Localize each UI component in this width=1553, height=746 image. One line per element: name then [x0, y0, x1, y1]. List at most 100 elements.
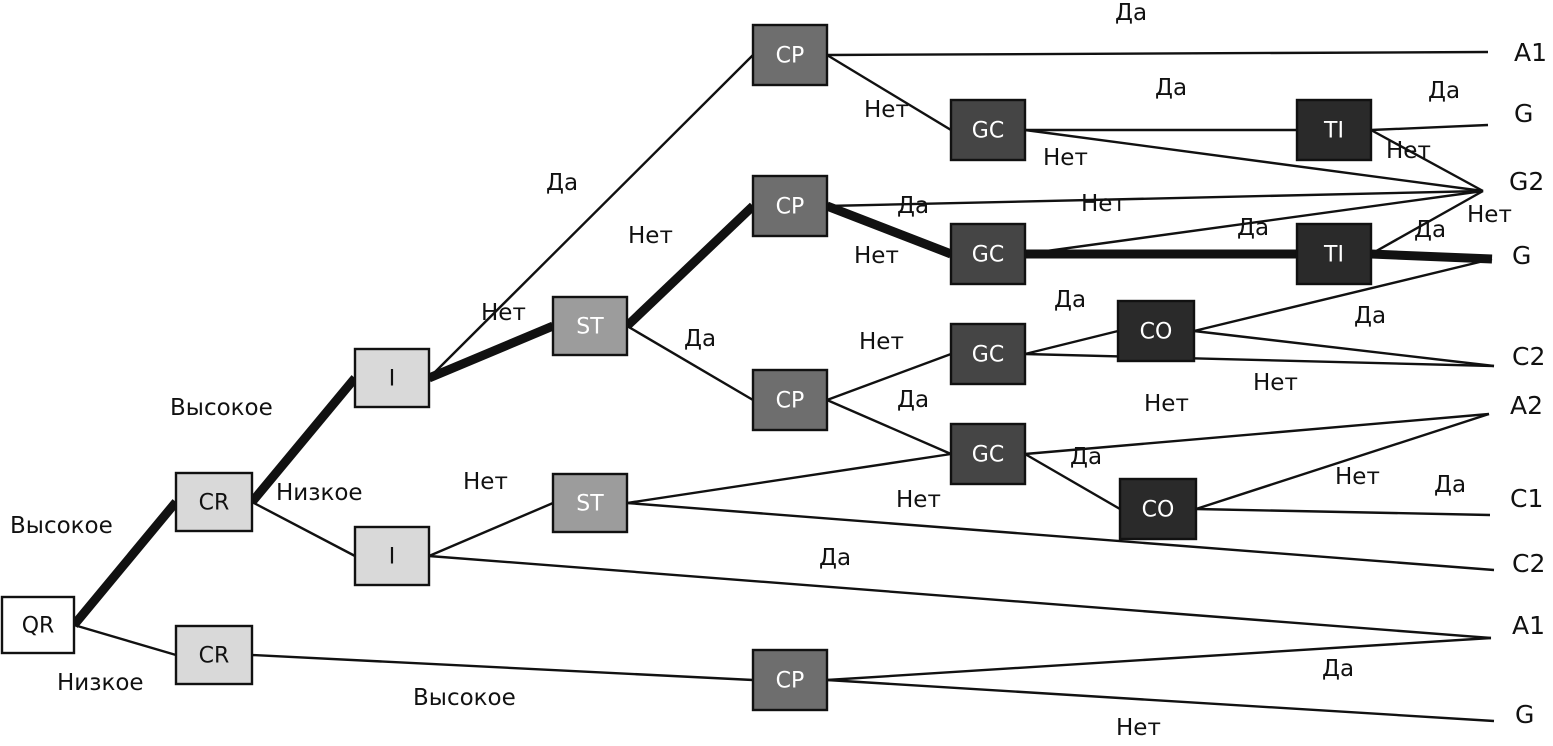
edge-gc-3-to-leaf-c2-1	[1024, 352, 1495, 368]
node-gc-2: GC	[949, 222, 1027, 286]
edge-label-st-top-to-cp-2: Нет	[628, 223, 673, 249]
edge-label-ti-2-to-leaf-g2: Нет	[1467, 202, 1512, 228]
edge-label-cr-top-to-i-bottom: Низкое	[276, 480, 363, 506]
edge-label-gc-4-to-leaf-a2: Да	[1070, 444, 1102, 470]
edge-label-gc-2-to-ti-2: Да	[1237, 215, 1269, 241]
node-box-co-1	[1116, 299, 1196, 363]
node-box-gc-1	[949, 98, 1027, 162]
edge-gc-4-to-co-2	[1024, 452, 1121, 511]
edge-i-top-to-st-top-highlighted	[427, 321, 555, 383]
edges-layer	[70, 50, 1495, 723]
node-box-qr	[0, 595, 76, 655]
node-i-top: I	[353, 347, 431, 409]
leaf-label-leaf-a1-bottom: A1	[1512, 611, 1545, 640]
node-box-gc-3	[949, 322, 1027, 386]
edge-cr-bottom-to-cp-4	[251, 653, 754, 682]
node-gc-3: GC	[949, 322, 1027, 386]
edge-label-gc-3-to-leaf-c2-1: Нет	[1253, 370, 1298, 396]
edge-qr-to-cr-top-highlighted	[70, 499, 180, 628]
leaf-label-leaf-g-1: G	[1514, 99, 1533, 128]
node-box-cr-top	[174, 471, 254, 533]
leaf-label-leaf-g2: G2	[1509, 167, 1544, 196]
edge-label-gc-2-to-leaf-g2: Нет	[1081, 191, 1126, 217]
node-label-i-bottom: I	[389, 545, 396, 570]
node-box-i-bottom	[353, 525, 431, 587]
node-co-2: CO	[1118, 477, 1198, 541]
node-label-ti-2: TI	[1323, 243, 1344, 268]
edge-co-1-to-leaf-g-2	[1193, 257, 1493, 333]
leaf-label-leaf-a1-top: A1	[1514, 38, 1547, 67]
edge-gc-2-to-leaf-g2	[1024, 189, 1484, 256]
edge-labels-layer: ВысокоеНизкоеВысокоеНизкоеДаНетНетДаДаНе…	[10, 0, 1512, 741]
node-cp-4: CP	[751, 648, 829, 712]
node-box-cp-1	[751, 23, 829, 87]
node-label-qr: QR	[22, 614, 55, 639]
edge-label-cp-2-to-gc-2: Нет	[854, 243, 899, 269]
edge-gc-3-to-co-1	[1024, 329, 1119, 356]
edge-cp-4-to-leaf-a1-bottom	[826, 636, 1492, 682]
edge-i-bottom-to-leaf-a1-bottom	[428, 554, 1492, 640]
node-label-gc-1: GC	[972, 119, 1004, 144]
edge-cp-1-to-leaf-a1-top	[826, 50, 1489, 57]
edge-co-2-to-leaf-a2	[1195, 412, 1490, 511]
edge-label-qr-to-cr-bottom: Низкое	[57, 670, 144, 696]
node-label-gc-3: GC	[972, 343, 1004, 368]
node-co-1: CO	[1116, 299, 1196, 363]
leaf-label-leaf-c2-1: C2	[1512, 342, 1545, 371]
node-box-cr-bottom	[174, 624, 254, 686]
node-cr-top: CR	[174, 471, 254, 533]
node-box-gc-2	[949, 222, 1027, 286]
edge-cp-3-to-gc-4	[826, 398, 952, 456]
edge-gc-4-to-leaf-a2	[1024, 412, 1490, 456]
node-cp-1: CP	[751, 23, 829, 87]
edge-label-cr-top-to-i-top: Высокое	[170, 395, 273, 421]
edge-ti-1-to-leaf-g2	[1370, 128, 1484, 193]
node-ti-2: TI	[1295, 222, 1373, 286]
node-box-cp-4	[751, 648, 829, 712]
edge-label-ti-1-to-leaf-g-1: Да	[1428, 78, 1460, 104]
edge-cr-top-to-i-bottom	[251, 500, 356, 558]
edge-cr-top-to-i-top-highlighted	[248, 375, 359, 505]
node-label-st-bottom: ST	[576, 492, 604, 517]
node-label-cr-bottom: CR	[199, 644, 230, 669]
node-gc-1: GC	[949, 98, 1027, 162]
edge-st-top-to-cp-3	[626, 324, 754, 402]
edge-label-qr-to-cr-top: Высокое	[10, 513, 113, 539]
leaf-label-leaf-a2: A2	[1510, 391, 1543, 420]
node-label-ti-1: TI	[1323, 119, 1344, 144]
edge-cp-2-to-leaf-g2	[826, 189, 1484, 208]
edge-st-bottom-to-gc-4	[626, 452, 952, 505]
edge-label-cp-4-to-leaf-a1-bottom: Да	[1322, 656, 1354, 682]
node-cp-2: CP	[751, 174, 829, 238]
node-label-st-top: ST	[576, 315, 604, 340]
node-label-cp-3: CP	[776, 389, 805, 414]
edge-label-gc-3-to-co-1: Да	[1054, 287, 1086, 313]
edge-qr-to-cr-bottom	[73, 623, 177, 657]
edge-cp-1-to-gc-1	[826, 53, 952, 132]
leaf-label-leaf-c1: C1	[1510, 484, 1543, 513]
edge-co-1-to-leaf-c2-1	[1193, 329, 1495, 368]
edge-label-gc-4-to-co-2: Нет	[896, 487, 941, 513]
edge-st-top-to-cp-2-highlighted	[623, 202, 757, 330]
edge-ti-2-to-leaf-g2	[1370, 189, 1484, 256]
edge-label-cp-4-to-leaf-g-3: Нет	[1116, 715, 1161, 741]
edge-label-co-2-to-leaf-c1: Да	[1434, 472, 1466, 498]
node-box-i-top	[353, 347, 431, 409]
node-box-cp-3	[751, 368, 829, 432]
node-label-co-1: CO	[1140, 320, 1173, 345]
edge-label-cp-1-to-leaf-a1-top: Да	[1115, 0, 1147, 26]
edge-label-co-2-to-leaf-a2: Нет	[1335, 464, 1380, 490]
node-box-cp-2	[751, 174, 829, 238]
node-label-gc-4: GC	[972, 443, 1004, 468]
edge-label-gc-1-to-ti-1: Да	[1155, 75, 1187, 101]
edge-label-cr-bottom-to-cp-4: Высокое	[413, 685, 516, 711]
edge-ti-2-to-leaf-g-2-highlighted	[1370, 249, 1493, 264]
node-box-gc-4	[949, 422, 1027, 486]
edge-co-2-to-leaf-c1	[1195, 507, 1491, 517]
node-box-st-bottom	[551, 472, 629, 534]
edge-label-gc-1-to-leaf-g2: Нет	[1043, 145, 1088, 171]
edge-st-bottom-to-leaf-c2-2	[626, 501, 1495, 572]
node-label-i-top: I	[389, 367, 396, 392]
